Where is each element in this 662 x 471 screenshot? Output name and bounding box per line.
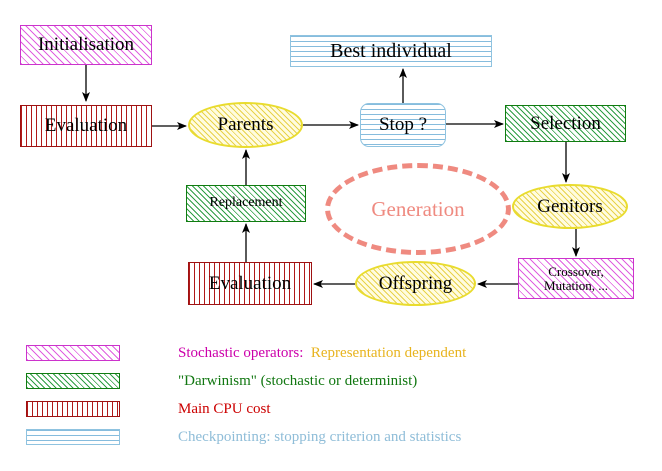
legend-text-main-cpu-cost: Main CPU cost	[148, 384, 271, 435]
node-parents[interactable]: Parents	[188, 102, 303, 148]
node-evaluation-top-label: Evaluation	[44, 115, 128, 137]
legend-text-darwinism: "Darwinism" (stochastic or determinist)	[148, 356, 417, 407]
legend-row-checkpointing: Checkpointing: stopping criterion and st…	[0, 426, 662, 448]
legend-row-darwinism: "Darwinism" (stochastic or determinist)	[0, 370, 662, 392]
node-evaluation-bottom[interactable]: Evaluation	[188, 262, 312, 305]
legend-label-representation-dependent: Representation dependent	[303, 344, 467, 361]
legend-label-darwinism: "Darwinism" (stochastic or determinist)	[178, 372, 418, 389]
node-best-individual-label: Best individual	[330, 39, 452, 62]
node-parents-label: Parents	[217, 114, 274, 136]
node-stop-label: Stop ?	[378, 114, 428, 136]
node-genitors-label: Genitors	[537, 195, 603, 217]
legend-swatch-green-hatch	[26, 373, 120, 389]
legend-text-stochastic-operators: Stochastic operators: Representation dep…	[148, 328, 466, 379]
node-evaluation-top[interactable]: Evaluation	[20, 105, 152, 147]
node-offspring-label: Offspring	[378, 272, 453, 294]
node-initialisation[interactable]: Initialisation	[20, 25, 152, 65]
legend-swatch-blue-hatch	[26, 429, 120, 445]
node-generation-label: Generation	[371, 196, 465, 221]
node-replacement[interactable]: Replacement	[186, 185, 306, 222]
node-genitors[interactable]: Genitors	[512, 184, 628, 229]
node-offspring[interactable]: Offspring	[355, 261, 476, 306]
node-best-individual[interactable]: Best individual	[290, 35, 492, 67]
legend-label-checkpointing: Checkpointing: stopping criterion and st…	[178, 428, 462, 445]
legend-text-checkpointing: Checkpointing: stopping criterion and st…	[148, 412, 461, 463]
legend-swatch-magenta-hatch	[26, 345, 120, 361]
legend-swatch-red-hatch	[26, 401, 120, 417]
node-initialisation-label: Initialisation	[37, 34, 135, 56]
legend-row-main-cpu-cost: Main CPU cost	[0, 398, 662, 420]
node-selection[interactable]: Selection	[505, 105, 626, 142]
node-evaluation-bottom-label: Evaluation	[208, 272, 292, 294]
legend-label-main-cpu-cost: Main CPU cost	[178, 400, 271, 417]
legend-label-stochastic-operators: Stochastic operators:	[178, 344, 304, 361]
legend-row-stochastic-operators: Stochastic operators: Representation dep…	[0, 342, 662, 364]
node-stop[interactable]: Stop ?	[360, 103, 446, 147]
node-crossover-mutation-label: Crossover, Mutation, ...	[544, 263, 608, 293]
node-generation: Generation	[325, 163, 511, 255]
node-selection-label: Selection	[530, 112, 601, 134]
node-replacement-label: Replacement	[209, 195, 283, 211]
node-crossover-mutation[interactable]: Crossover, Mutation, ...	[518, 258, 634, 299]
